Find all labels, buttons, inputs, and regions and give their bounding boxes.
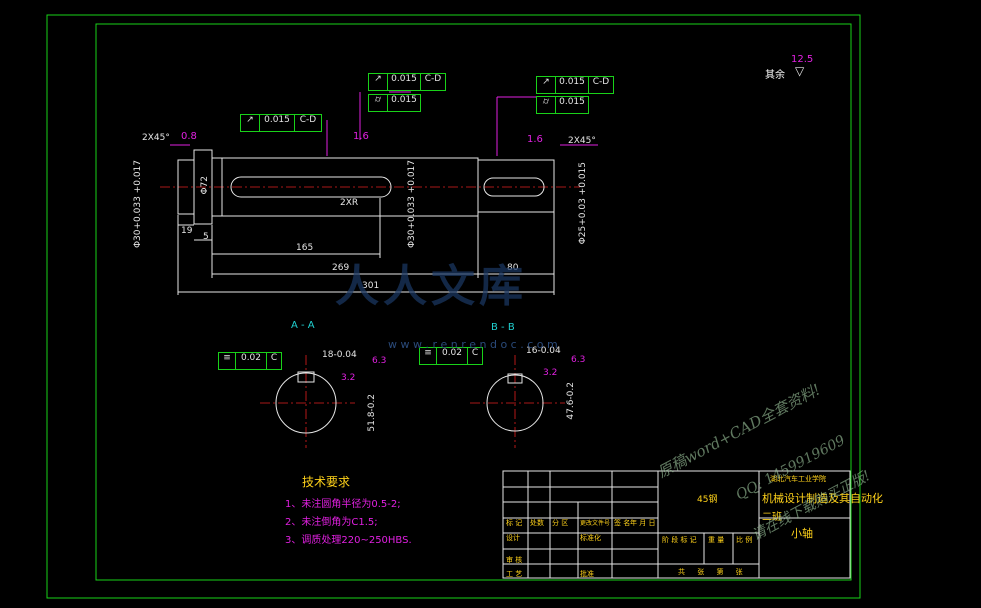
tb-sheets: 共 张 第 张 [678,568,743,576]
school-name: 湖北汽车工业学院 [770,475,826,483]
tb-marks: 标 记 [506,519,523,527]
inner-border [95,23,852,581]
roughness-value: 12.5 [791,54,814,65]
diameter-left: Φ30+0.033 +0.017 [133,160,143,249]
section-b-rough2: 3.2 [543,368,558,378]
notes-title: 技术要求 [302,475,351,489]
dim-269: 269 [332,263,350,273]
symmetry-icon: ≡ [420,348,437,364]
section-a-rough: 6.3 [372,356,387,366]
chamfer-right: 2X45° [568,136,596,146]
symmetry-icon: ≡ [219,353,236,369]
section-a-symmetry-frame: ≡ 0.02 C [218,352,282,370]
section-a-rough2: 3.2 [341,373,356,383]
note-item: 1、未注圆角半径为0.5-2; [285,499,401,510]
tb-stage: 阶 段 标 记 [662,536,697,544]
tb-standard: 标准化 [580,534,601,542]
tolerance-frame-3: ↗ 0.015 C-D [240,114,322,132]
keyway-a [230,176,392,198]
section-a-depth: 51.8-0.2 [367,394,377,432]
dim-19: 19 [181,226,193,236]
tb-process: 工 艺 [506,570,523,578]
runout-icon: ↗ [369,74,388,90]
cylindricity-icon: ⌭ [537,97,556,113]
tb-change: 更改文件号 [580,520,611,527]
class-name: 二班 [762,512,782,523]
tolerance-frame-1: ↗ 0.015 C-D [368,73,446,91]
shaft-outline [177,149,555,225]
tb-sign: 签 名 [614,519,631,527]
section-a-width: 18-0.04 [322,350,357,360]
section-b-width: 16-0.04 [526,346,561,356]
keyway-b [483,177,545,197]
roughness-symbol-icon: ▽ [795,64,805,78]
course-name: 机械设计制造及其自动化 [762,492,883,505]
keyway-radius: 2XR [340,198,359,208]
surface-mark-mid: 1.6 [353,131,369,142]
dim-165: 165 [296,243,314,253]
leader-lines [170,91,598,156]
tb-weight: 重 量 [708,536,725,544]
watermark-logo: 人人文库 [335,261,527,312]
chamfer-left: 2X45° [142,133,170,143]
roughness-label: 其余 [765,70,785,81]
tolerance-frame-2: ⌭ 0.015 [368,94,421,112]
tb-review: 审 核 [506,556,523,564]
section-b-title: B - B [491,322,515,333]
tb-scale: 比 例 [736,536,753,544]
dim-5: 5 [203,232,209,242]
surface-mark-left: 0.8 [181,131,197,142]
title-block [502,470,851,579]
part-name: 小轴 [791,527,813,540]
cylindricity-icon: ⌭ [369,95,388,111]
tb-zone: 分 区 [552,519,569,527]
tb-count: 处数 [530,519,544,527]
tb-designer: 设计 [506,534,520,542]
outer-border [46,14,861,599]
note-item: 3、调质处理220~250HBS. [285,535,412,546]
section-b-depth: 47.6-0.2 [566,382,576,420]
watermark-url: w w w . r e n r e n d o c . c o m [388,338,558,351]
tb-approve: 批准 [580,570,594,578]
tb-date: 年 月 日 [630,519,656,527]
section-a-title: A - A [291,320,315,331]
runout-icon: ↗ [241,115,260,131]
notes-list: 1、未注圆角半径为0.5-2; 2、未注倒角为C1.5; 3、调质处理220~2… [285,496,412,550]
surface-mark-right: 1.6 [527,134,543,145]
dim-80: 80 [507,263,519,273]
tolerance-frame-5: ⌭ 0.015 [536,96,589,114]
dim-301: 301 [362,281,380,291]
section-b [470,355,565,448]
diameter-right: Φ25+0.03 +0.015 [578,162,588,245]
note-item: 2、未注倒角为C1.5; [285,517,378,528]
runout-icon: ↗ [537,77,556,93]
material: 45钢 [697,495,718,505]
section-b-rough: 6.3 [571,355,586,365]
diameter-step: Φ72 [200,176,210,195]
dimension-lines [177,198,555,295]
diameter-mid: Φ30+0.033 +0.017 [407,160,417,249]
section-b-symmetry-frame: ≡ 0.02 C [419,347,483,365]
section-a [260,355,355,448]
tolerance-frame-4: ↗ 0.015 C-D [536,76,614,94]
